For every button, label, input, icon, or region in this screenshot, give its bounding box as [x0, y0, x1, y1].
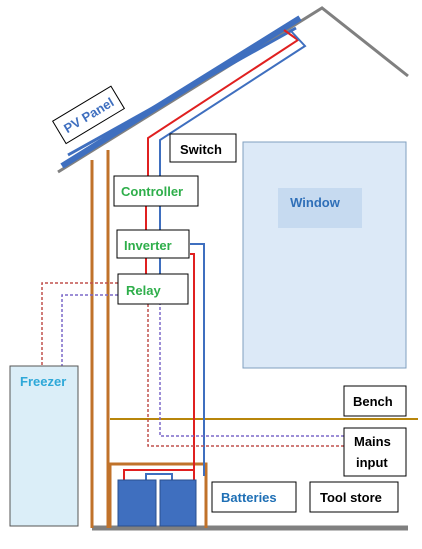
bench-box	[343, 385, 407, 417]
wire-inv-batt-red	[190, 253, 195, 476]
window-label-bg	[278, 188, 362, 228]
mains-input-box	[343, 427, 407, 477]
relay-label: Relay	[126, 283, 161, 298]
wire-mains-purple	[159, 300, 344, 437]
switch-box	[169, 133, 237, 163]
tool-store-label: Tool store	[320, 490, 382, 505]
roof-outline	[57, 6, 409, 174]
mains-input-label-line2: input	[356, 455, 388, 470]
battery-left	[117, 479, 157, 527]
wire-panel-blue	[159, 29, 307, 178]
wire-inv-batt-blue	[190, 243, 205, 476]
wire-freezer-red	[41, 282, 118, 366]
freezer-label: Freezer	[20, 374, 66, 389]
mains-input-label-line1: Mains	[354, 434, 391, 449]
controller-label: Controller	[121, 184, 183, 199]
bench-label: Bench	[353, 394, 393, 409]
wire-panel-red	[147, 29, 300, 178]
relay-box	[117, 273, 189, 305]
window	[242, 141, 407, 369]
wire-battery-blue	[145, 473, 173, 480]
wire-mains-red	[147, 300, 344, 447]
pv-panel-bar-inner	[67, 26, 297, 157]
battery-right	[159, 479, 197, 527]
freezer	[9, 365, 79, 527]
switch-label: Switch	[180, 142, 222, 157]
inverter-label: Inverter	[124, 238, 172, 253]
tool-store-box	[309, 481, 399, 513]
window-label: Window	[290, 195, 341, 210]
batteries-label: Batteries	[221, 490, 277, 505]
batteries-box	[211, 481, 297, 513]
wire-freezer-purple	[61, 294, 118, 366]
wire-battery-red	[123, 469, 195, 480]
battery-frame	[108, 462, 208, 528]
controller-box	[113, 175, 199, 207]
inverter-box	[116, 229, 190, 259]
